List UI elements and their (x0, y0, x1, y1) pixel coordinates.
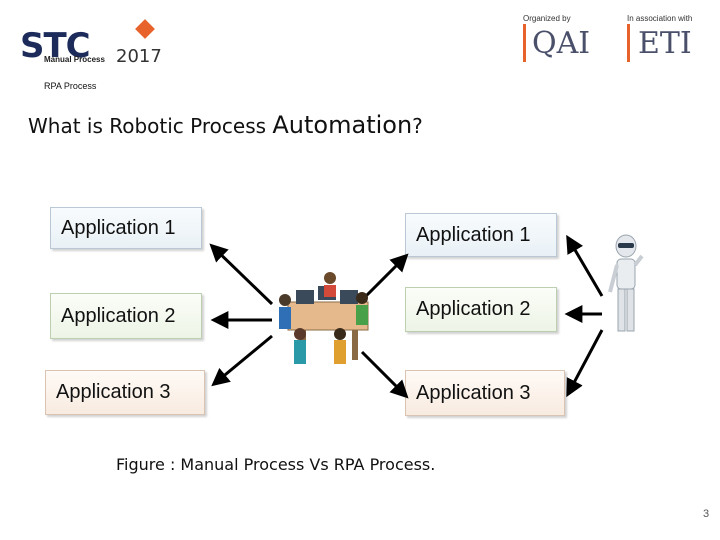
page-number: 3 (703, 508, 710, 520)
rpa-app-1-box: Application 1 (405, 213, 557, 257)
stc-2017-logo: STC 2017 (20, 19, 180, 67)
slide-title: What is Robotic Process Automation? (28, 111, 423, 139)
eti-logo: ETI (638, 26, 692, 61)
manual-app-2-box: Application 2 (50, 293, 202, 339)
qai-logo: QAI (532, 26, 591, 61)
manual-process-label: Manual Process (44, 55, 105, 64)
manual-app-1-box: Application 1 (50, 207, 202, 249)
rpa-app-2-box: Application 2 (405, 287, 557, 332)
arrow-to-manual-app-1 (209, 243, 274, 306)
rpa-app-3-box: Application 3 (405, 370, 565, 416)
organized-by-label: Organized by (523, 14, 571, 23)
rpa-process-label: RPA Process (44, 81, 97, 91)
title-text-3: ? (412, 114, 423, 138)
manual-app-2-label: Application 2 (61, 304, 176, 327)
humanoid-robot-icon (608, 234, 644, 332)
qai-logo-bar (523, 24, 526, 62)
rpa-app-3-label: Application 3 (416, 381, 531, 404)
title-text-2: Automation (272, 111, 413, 139)
rpa-app-1-label: Application 1 (416, 223, 531, 246)
arrow-robot-to-rpa-app-3 (566, 329, 604, 398)
arrow-to-rpa-app-3 (360, 350, 409, 399)
stc-logo-letters: STC (20, 26, 91, 66)
arrow-to-rpa-app-1 (360, 253, 409, 302)
manual-app-3-label: Application 3 (56, 381, 171, 403)
manual-app-3-box: Application 3 (45, 370, 205, 415)
figure-caption: Figure : Manual Process Vs RPA Process. (116, 455, 436, 474)
in-association-with-label: In association with (627, 14, 693, 23)
rpa-app-2-label: Application 2 (416, 298, 531, 320)
arrow-to-manual-app-3 (211, 334, 273, 387)
eti-logo-bar (627, 24, 630, 62)
arrow-robot-to-rpa-app-1 (566, 234, 604, 297)
team-working-at-computers-icon (279, 272, 369, 364)
title-text-1: What is Robotic Process (28, 114, 273, 138)
stc-logo-year: 2017 (116, 46, 162, 67)
manual-app-1-label: Application 1 (61, 216, 176, 239)
